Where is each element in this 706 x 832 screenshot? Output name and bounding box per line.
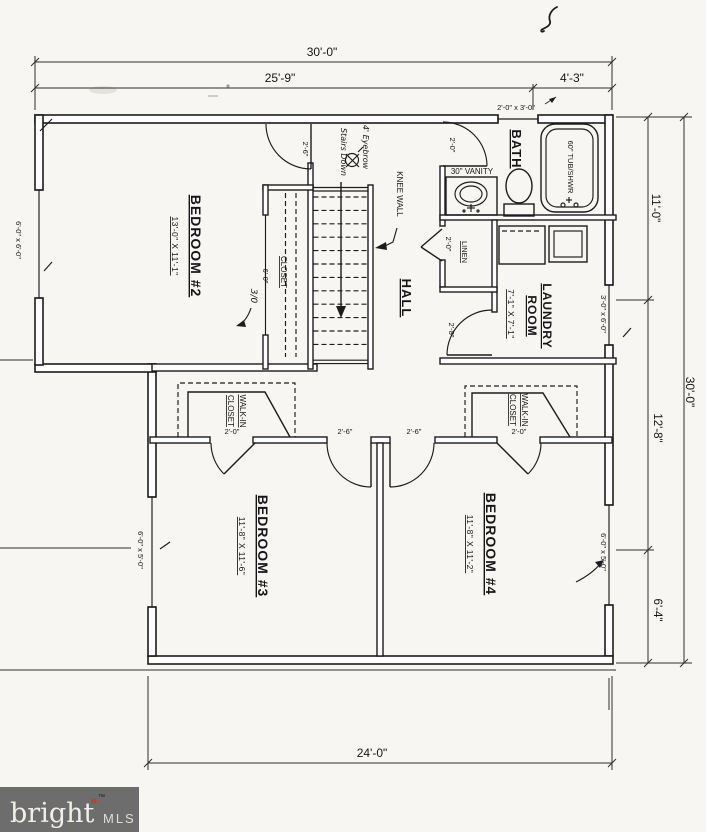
bedroom2-size-label: 13'-0" X 11'-1" — [170, 216, 180, 275]
bedroom3-window — [148, 496, 156, 608]
bedroom3-label: BEDROOM #3 — [255, 495, 271, 598]
dim-right-lower: 6'-4" — [651, 599, 663, 622]
bedroom4-window-label: 6'-0" x 5'-0" — [599, 533, 608, 571]
bath-window — [497, 115, 539, 123]
logo-trademark: ™ — [98, 794, 105, 801]
handwritten-checkmark — [540, 6, 558, 33]
walkin-right-door — [496, 442, 542, 475]
closet-width-label: 6'-0" — [261, 269, 270, 284]
bright-mls-logo: bright ™ MLS — [0, 787, 139, 832]
paper-smudges — [89, 84, 230, 97]
logo-word: bright — [10, 798, 94, 829]
closet-door-note-arrow — [236, 307, 252, 327]
bedroom2-door — [265, 123, 312, 170]
dim-right-overall: 30'-0" — [683, 377, 697, 408]
bedroom3-size-label: 11'-8" X 11'-6" — [237, 517, 247, 575]
labels: 30'-0" 25'-9" 4'-3" 11'-0" 30'-0" 12'-8"… — [14, 45, 697, 760]
laundry-label-line1: LAUNDRY — [540, 283, 554, 348]
bathtub — [540, 123, 599, 213]
walkin-left-label-line1: WALK-IN — [238, 394, 247, 427]
laundry-size-label: 7'-1" X 7'-1" — [506, 289, 516, 338]
dim-top-overall: 30'-0" — [307, 45, 338, 59]
walkin-left-label-line2: CLOSET — [226, 395, 235, 427]
walkin-closet-left-outline — [177, 382, 296, 438]
vanity-label: 30" VANITY — [451, 167, 494, 176]
bath-label: BATH — [509, 129, 524, 168]
bedroom4-door — [389, 442, 435, 488]
bedroom3-window-tick — [159, 541, 171, 550]
bath-window-label: 2'-0" x 3'-0" — [497, 103, 535, 112]
linen-door — [420, 228, 443, 262]
bedroom2-window — [35, 189, 43, 299]
walkin-left-door-label: 2'-0" — [225, 427, 240, 436]
hall-label: HALL — [399, 279, 414, 318]
walkin-left-door — [210, 442, 256, 475]
dryer — [548, 225, 588, 263]
dimension-lines — [0, 56, 692, 770]
bedroom2-label: BEDROOM #2 — [188, 195, 204, 298]
bedroom4-size-label: 11'-8" X 11'-2" — [465, 515, 475, 573]
dim-right-upper: 11'-0" — [649, 194, 661, 222]
walkin-closet-right-outline — [464, 385, 578, 438]
bedroom2-window-tick — [43, 261, 53, 272]
windows-glazing — [35, 115, 613, 608]
eyebrow-note: 4' Eyebrow — [361, 125, 370, 170]
laundry-appliances — [498, 225, 588, 265]
bedroom2-door-label: 2'-6" — [301, 142, 310, 157]
dim-bottom: 24'-0" — [357, 746, 388, 760]
eyebrow-window-sketch — [344, 146, 364, 168]
bedroom2-window-label: 6'-0" x 6'-0" — [14, 221, 23, 259]
knee-wall-leader — [375, 227, 398, 250]
bedroom2-closet-shelves — [284, 193, 297, 357]
bedroom4-window — [605, 504, 613, 606]
laundry-label-line2: ROOM — [525, 295, 539, 336]
walkin-right-label-line2: CLOSET — [508, 394, 517, 426]
dim-top-main: 25'-9" — [265, 71, 296, 85]
interior-walls — [149, 162, 617, 657]
bedroom4-label: BEDROOM #4 — [483, 493, 499, 596]
closet-label: CLOSET — [279, 256, 288, 288]
bedroom4-door-label: 2'-6" — [407, 427, 422, 436]
doors — [210, 121, 542, 488]
laundry-door — [446, 309, 493, 356]
annotation-graphics — [43, 146, 632, 583]
stairs-down-arrow — [336, 182, 346, 318]
toilet — [503, 168, 535, 217]
dim-top-bath: 4'-3" — [560, 71, 584, 85]
washer — [498, 225, 546, 265]
knee-wall-label: KNEE WALL — [395, 171, 404, 217]
bedroom3-door-label: 2'-6" — [338, 427, 353, 436]
bedroom3-door — [326, 442, 372, 488]
stairs-down-label: Stairs Down — [339, 128, 348, 176]
laundry-window-tick — [622, 327, 632, 338]
laundry-door-label: 2'-8" — [447, 323, 456, 338]
logo-mls: MLS — [103, 811, 136, 826]
bath-fixtures — [445, 123, 599, 217]
bath-door — [442, 121, 488, 167]
bedroom3-window-label: 6'-0" x 5'-0" — [136, 531, 145, 569]
tub-label: 60" TUB/SHWR — [566, 141, 575, 195]
linen-door-label: 2'-0" — [444, 237, 453, 252]
linen-label: LINEN — [460, 241, 469, 263]
closet-door-note: 3/0 — [248, 289, 258, 304]
laundry-window — [605, 284, 613, 346]
laundry-window-label: 3'-0" x 6'-0" — [599, 295, 608, 333]
bath-door-label: 2'-0" — [448, 138, 457, 153]
logo-background — [0, 787, 139, 832]
dim-right-middle: 12'-8" — [651, 413, 663, 442]
vanity-sink — [445, 176, 498, 216]
bedroom4-window-leader — [575, 560, 604, 583]
logo-accent-dot — [91, 798, 97, 804]
walkin-right-door-label: 2'-0" — [512, 427, 527, 436]
walkin-right-label-line1: WALK-IN — [520, 393, 529, 426]
